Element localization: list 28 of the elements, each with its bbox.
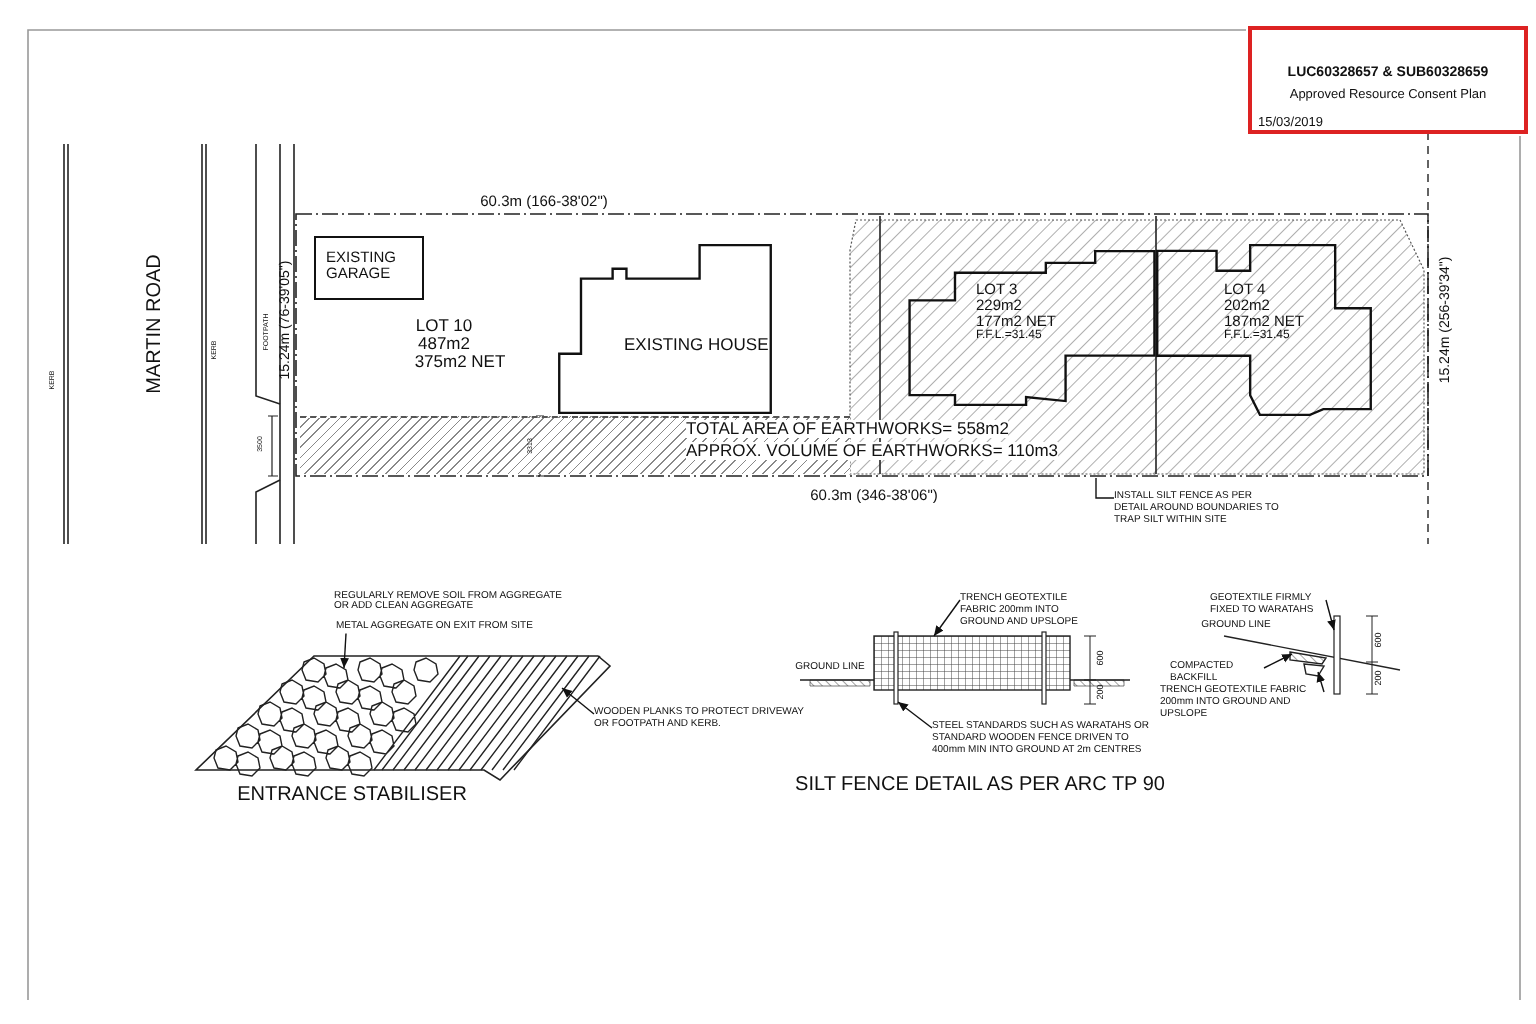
leader-line xyxy=(340,632,349,669)
earthworks-note: TOTAL AREA OF EARTHWORKS= 558m2 xyxy=(686,420,1009,438)
dwelling-outline xyxy=(908,250,1156,406)
steel-post xyxy=(893,631,899,705)
building-outline xyxy=(314,236,424,300)
lot-name: EXISTING HOUSE xyxy=(624,336,769,354)
leader-line xyxy=(1263,653,1293,669)
stone-aggregate xyxy=(213,655,461,777)
lot-name: LOT 10 xyxy=(415,317,473,335)
waratah-post xyxy=(1333,615,1341,695)
drawing-title: ENTRANCE STABILISER xyxy=(237,785,467,807)
drawing-title: SILT FENCE DETAIL AS PER ARC TP 90 xyxy=(795,775,1165,797)
dwelling-outline xyxy=(1156,244,1372,416)
road-name: MARTIN ROAD xyxy=(145,254,167,394)
earthworks-note: APPROX. VOLUME OF EARTHWORKS= 110m3 xyxy=(686,441,1059,460)
building-outline xyxy=(558,244,772,414)
compacted-backfill xyxy=(1289,651,1328,665)
leader-line xyxy=(1095,477,1115,499)
trench xyxy=(1303,663,1326,677)
leader-line xyxy=(1316,671,1326,693)
leader-line xyxy=(1325,599,1336,631)
area-text: 487m2 xyxy=(418,335,470,353)
leader-line xyxy=(933,599,961,637)
leader-line xyxy=(561,687,595,715)
steel-post xyxy=(1041,631,1047,705)
leader-line xyxy=(897,701,933,729)
geotextile-fabric xyxy=(873,635,1071,691)
area-text: 375m2 NET xyxy=(414,353,506,371)
